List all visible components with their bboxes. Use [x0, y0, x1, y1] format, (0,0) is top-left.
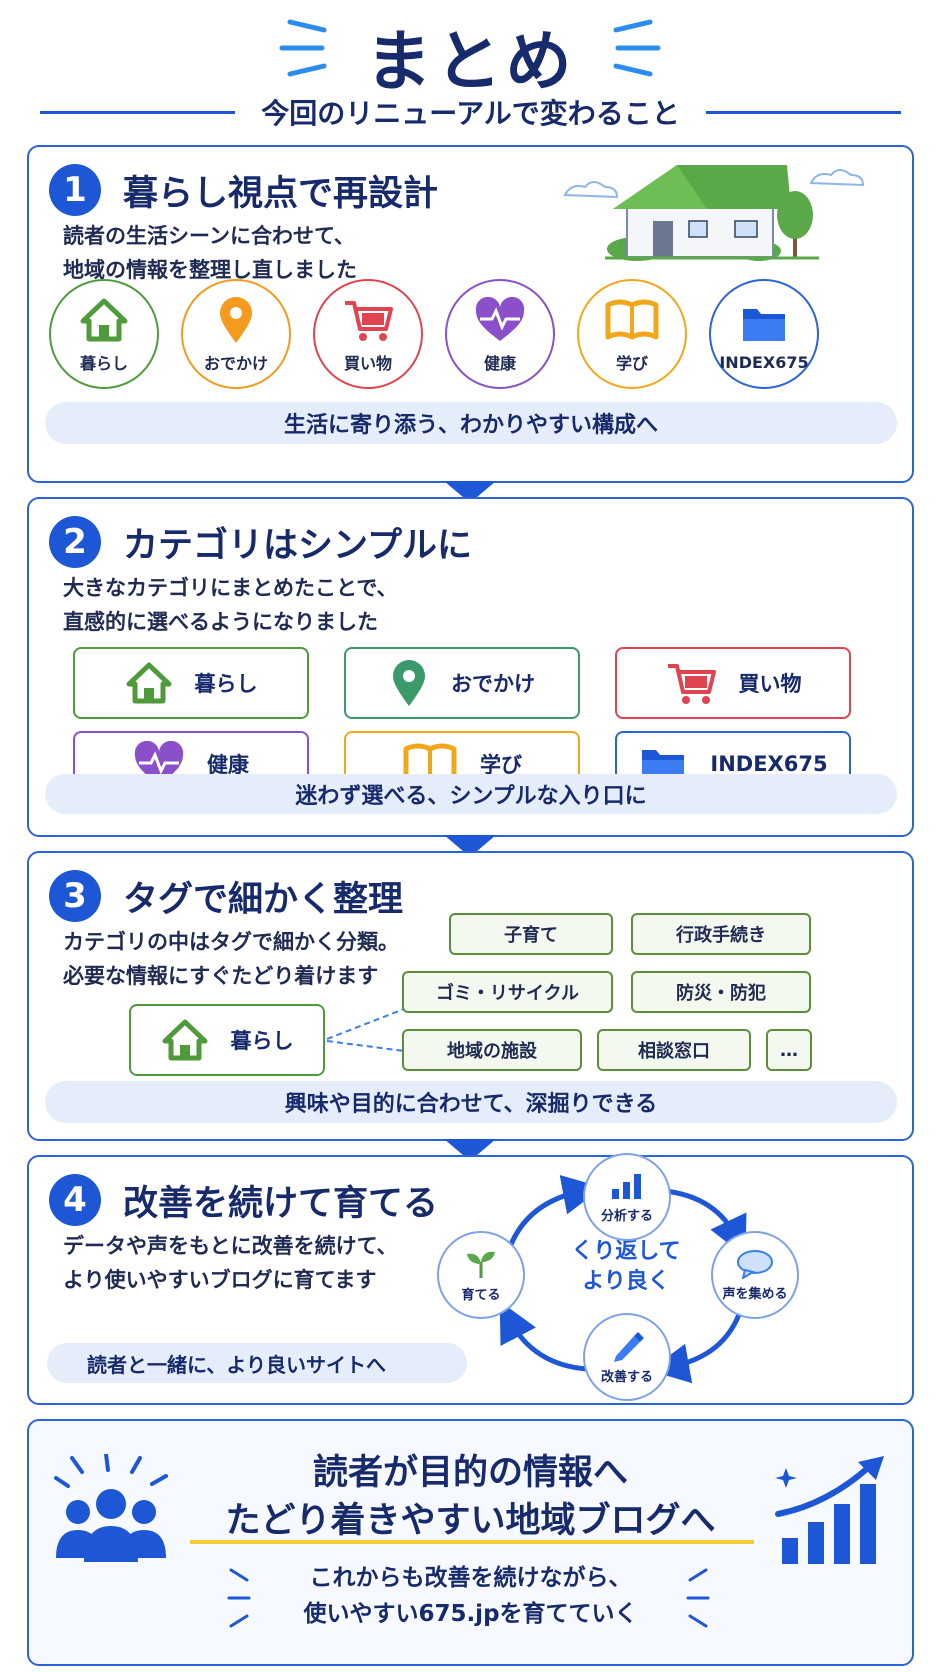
section-desc-line1: 読者の生活シーンに合わせて、 — [63, 224, 355, 248]
category-circle-kurashi[interactable]: 暮らし — [49, 279, 159, 389]
tag-item[interactable]: ゴミ・リサイクル — [402, 971, 613, 1013]
category-circle-kaimono[interactable]: 買い物 — [313, 279, 423, 389]
section-tagline: 生活に寄り添う、わかりやすい構成へ — [45, 402, 897, 444]
section-tagline: 迷わず選べる、シンプルな入り口に — [45, 774, 897, 814]
cycle-node-feedback: 声を集める — [711, 1231, 799, 1319]
section-number: 1 — [49, 164, 101, 216]
sparkle-left-icon — [279, 19, 327, 77]
category-circle-kenkou[interactable]: 健康 — [445, 279, 555, 389]
page-title: まとめ — [365, 23, 576, 100]
bar-chart-icon — [612, 1173, 641, 1199]
section-desc-line2: 地域の情報を整理し直しました — [63, 258, 357, 282]
conclusion-sub1: これからも改善を続けながら、 — [309, 1565, 632, 1591]
category-button-kurashi[interactable]: 暮らし — [73, 647, 309, 719]
shopping-cart-icon — [345, 301, 393, 341]
tag-item[interactable]: 防災・防犯 — [631, 971, 811, 1013]
house-icon — [80, 298, 128, 342]
conclusion-sub2: 使いやすい675.jpを育てていく — [303, 1601, 638, 1627]
section-title: タグで細かく整理 — [123, 880, 404, 920]
accent-lines-left-icon — [227, 1568, 251, 1628]
map-pin-icon — [393, 660, 425, 706]
section-number: 4 — [49, 1174, 101, 1226]
category-button-kurashi[interactable]: 暮らし — [129, 1004, 325, 1076]
section-1-panel: 1 暮らし視点で再設計 読者の生活シーンに合わせて、 地域の情報を整理し直しまし… — [27, 145, 914, 483]
cycle-node-grow: 育てる — [437, 1231, 525, 1319]
section-title: 暮らし視点で再設計 — [123, 174, 439, 214]
section-2-panel: 2 カテゴリはシンプルに 大きなカテゴリにまとめたことで、 直感的に選べるように… — [27, 497, 914, 837]
sprout-icon — [467, 1251, 495, 1278]
section-4-panel: 4 改善を続けて育てる データや声をもとに改善を続けて、 より使いやすいブログに… — [27, 1153, 914, 1405]
section-desc-line2: 必要な情報にすぐたどり着けます — [63, 964, 379, 988]
category-button-odekake[interactable]: おでかけ — [344, 647, 580, 719]
section-number: 3 — [49, 870, 101, 922]
section-number: 2 — [49, 516, 101, 568]
category-button-kaimono[interactable]: 買い物 — [615, 647, 851, 719]
conclusion-line1: 読者が目的の情報へ — [312, 1453, 628, 1493]
folder-icon — [743, 308, 785, 341]
category-circle-manabi[interactable]: 学び — [577, 279, 687, 389]
tag-item[interactable]: 相談窓口 — [597, 1029, 751, 1071]
divider — [40, 110, 236, 114]
section-desc-line2: 直感的に選べるようになりました — [63, 610, 378, 634]
section-desc-line1: データや声をもとに改善を続けて、 — [63, 1234, 398, 1258]
section-desc-line2: より使いやすいブログに育てます — [63, 1268, 377, 1292]
section-desc-line1: カテゴリの中はタグで細かく分類。 — [63, 930, 399, 954]
conclusion-line2: たどり着きやすい地域ブログへ — [225, 1501, 716, 1541]
category-circle-odekake[interactable]: おでかけ — [181, 279, 291, 389]
highlight-underline — [190, 1540, 754, 1544]
accent-lines-right-icon — [686, 1568, 710, 1628]
section-tagline: 興味や目的に合わせて、深掘りできる — [45, 1081, 897, 1123]
sparkle-right-icon — [613, 19, 661, 77]
house-icon — [126, 662, 171, 704]
pencil-icon — [614, 1331, 644, 1362]
cycle-node-analyze: 分析する — [583, 1153, 671, 1241]
speech-bubble-icon — [737, 1249, 773, 1279]
tag-item[interactable]: 行政手続き — [631, 913, 811, 955]
house-illustration — [563, 165, 865, 261]
growth-chart-icon — [775, 1456, 884, 1564]
section-title: 改善を続けて育てる — [123, 1184, 439, 1224]
house-icon — [162, 1019, 207, 1061]
divider — [705, 110, 902, 114]
shopping-cart-icon — [667, 664, 716, 704]
cycle-node-improve: 改善する — [583, 1313, 671, 1401]
tag-more[interactable]: … — [766, 1029, 812, 1071]
category-circle-index675[interactable]: INDEX675 — [709, 279, 819, 389]
section-3-panel: 3 タグで細かく整理 カテゴリの中はタグで細かく分類。 必要な情報にすぐたどり着… — [27, 851, 914, 1141]
open-book-icon — [605, 299, 659, 340]
subtitle-row: 今回のリニューアルで変わること — [40, 92, 902, 132]
map-pin-icon — [220, 297, 252, 343]
section-tagline: 読者と一緒に、より良いサイトへ — [47, 1343, 467, 1383]
section-desc-line1: 大きなカテゴリにまとめたことで、 — [63, 576, 398, 600]
people-icon — [54, 1454, 168, 1562]
tag-item[interactable]: 地域の施設 — [402, 1029, 582, 1071]
tag-item[interactable]: 子育て — [449, 913, 613, 955]
section-title: カテゴリはシンプルに — [123, 526, 472, 566]
heart-pulse-icon — [475, 297, 525, 341]
page-subtitle: 今回のリニューアルで変わること — [261, 97, 680, 130]
cycle-center-text: くり返して より良く — [571, 1239, 681, 1294]
